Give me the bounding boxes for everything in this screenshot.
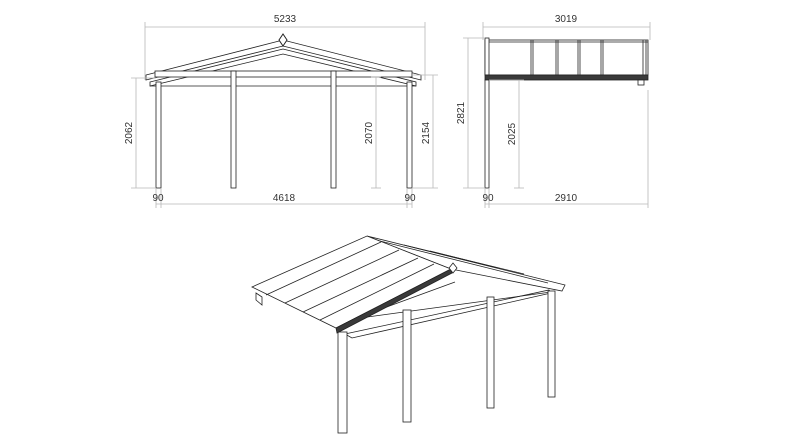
dim-height-left-label: 2062 bbox=[124, 121, 135, 144]
front-post-3 bbox=[330, 70, 337, 189]
dim-bottom-side: 90 2910 bbox=[482, 90, 649, 208]
dim-overall-depth-label: 3019 bbox=[555, 14, 578, 25]
front-post-4 bbox=[406, 81, 413, 189]
dim-height-right: 2154 bbox=[412, 74, 438, 189]
persp-post-3 bbox=[486, 296, 495, 409]
side-roof bbox=[484, 37, 649, 86]
dim-height-inner-label: 2070 bbox=[364, 121, 375, 144]
side-post-front bbox=[484, 79, 490, 189]
front-roof bbox=[145, 33, 422, 87]
side-posts bbox=[484, 79, 490, 189]
dim-height-inner: 2070 bbox=[364, 76, 381, 189]
dim-height-under-beam-label: 2025 bbox=[507, 122, 518, 145]
dim-overall-width-label: 5233 bbox=[274, 14, 297, 25]
dim-overall-width: 5233 bbox=[144, 14, 426, 80]
dim-height-left: 2062 bbox=[124, 77, 156, 189]
front-post-1 bbox=[155, 81, 162, 189]
dim-post-depth-label: 2910 bbox=[555, 193, 578, 204]
front-view: 5233 2062 20 bbox=[124, 14, 438, 208]
dim-post-width-right-label: 90 bbox=[404, 193, 416, 204]
persp-post-1 bbox=[337, 331, 348, 434]
dim-total-height-label: 2821 bbox=[456, 101, 467, 124]
dim-height-under-beam: 2025 bbox=[489, 79, 524, 189]
side-view: 3019 2821 bbox=[456, 14, 651, 208]
dim-post-span-label: 4618 bbox=[273, 193, 296, 204]
dim-total-height: 2821 bbox=[456, 37, 485, 189]
front-posts bbox=[155, 70, 413, 189]
persp-post-4 bbox=[547, 290, 556, 398]
persp-post-2 bbox=[402, 309, 412, 423]
dim-overall-depth: 3019 bbox=[482, 14, 651, 40]
front-post-2 bbox=[230, 70, 237, 189]
dim-bottom-front: 90 4618 90 bbox=[152, 188, 416, 208]
dim-post-width-left-label: 90 bbox=[152, 193, 164, 204]
dim-height-right-label: 2154 bbox=[421, 121, 432, 144]
dim-side-post-width-label: 90 bbox=[482, 193, 494, 204]
perspective-view bbox=[251, 235, 566, 434]
